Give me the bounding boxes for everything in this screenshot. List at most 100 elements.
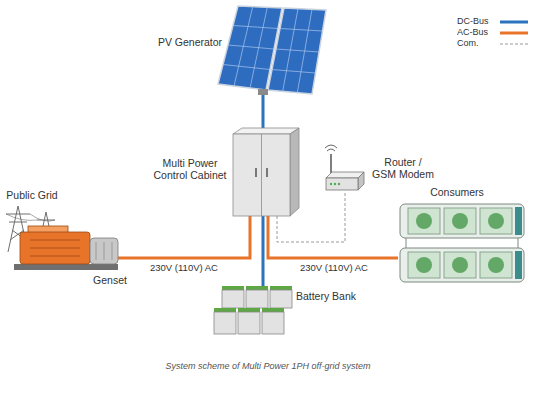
consumers-art <box>416 257 432 273</box>
legend-sample-line <box>500 44 528 45</box>
router-art <box>326 172 364 178</box>
node-label: Battery Bank <box>296 290 356 302</box>
router-art <box>330 183 332 185</box>
genset-art <box>14 226 118 270</box>
consumers-art <box>518 238 519 248</box>
battery-bank-art <box>238 308 260 312</box>
pv-panel-art <box>258 89 268 95</box>
legend-label: Com. <box>457 38 479 49</box>
genset: Genset <box>14 222 118 270</box>
battery-bank-art <box>214 312 236 334</box>
battery-bank-art <box>270 286 292 290</box>
legend-sample-line <box>500 32 528 35</box>
control-cabinet-art <box>233 128 299 216</box>
control-cabinet-art <box>233 134 290 216</box>
node-label: Router / GSM Modem <box>372 156 435 180</box>
node-label: Genset <box>93 274 127 286</box>
consumers-art <box>406 238 407 248</box>
dc-bus-line <box>262 94 265 128</box>
public-grid-art <box>30 214 55 221</box>
control-cabinet-art <box>266 168 268 177</box>
consumers-art <box>444 208 476 234</box>
consumers-art <box>488 213 504 229</box>
router-art <box>327 149 335 151</box>
control-cabinet-art <box>255 168 257 177</box>
pv-generator: PV Generator <box>218 6 326 94</box>
public-grid-art <box>6 214 30 215</box>
consumers-art <box>444 252 476 278</box>
pv-panel-art <box>268 8 326 94</box>
router-art <box>326 178 358 190</box>
router-modem: Router / GSM Modem <box>324 146 366 192</box>
consumers-art <box>488 257 504 273</box>
genset-art <box>14 264 118 270</box>
consumers-art <box>416 213 432 229</box>
pv-panel-art <box>223 7 323 93</box>
node-label: Consumers <box>430 186 484 198</box>
public-grid-art <box>9 222 27 223</box>
battery-bank-art <box>222 286 244 290</box>
ac-bus-line <box>118 216 250 258</box>
public-grid-art <box>8 206 18 252</box>
battery-bank-art <box>238 312 260 334</box>
legend-samples <box>500 22 528 44</box>
genset-art <box>30 256 80 257</box>
consumers-art <box>408 208 440 234</box>
consumers-art <box>400 248 524 282</box>
pv-panel-art <box>228 45 274 49</box>
battery-bank-art <box>246 286 268 290</box>
control-cabinet-art <box>290 128 299 216</box>
genset-art <box>20 232 90 264</box>
consumers-art <box>480 252 512 278</box>
consumers-art <box>480 208 512 234</box>
router-art <box>338 183 340 185</box>
router-art <box>358 172 364 190</box>
pv-panel-art <box>280 29 323 32</box>
consumers-art <box>515 207 522 235</box>
figure-caption: System scheme of Multi Power 1PH off-gri… <box>165 361 370 372</box>
battery-bank-art <box>214 308 236 312</box>
node-label: PV Generator <box>158 36 222 48</box>
battery-bank-art <box>222 290 244 308</box>
legend-label: AC-Bus <box>457 27 488 38</box>
control-cabinet: Multi Power Control Cabinet <box>233 128 299 216</box>
ac-bus-line <box>268 216 398 258</box>
legend-label: DC-Bus <box>457 16 489 27</box>
pv-panel-art <box>272 70 316 74</box>
genset-art <box>112 242 113 260</box>
battery-bank-art <box>262 308 284 312</box>
consumers-art <box>515 251 522 279</box>
node-label: Multi Power Control Cabinet <box>153 157 227 181</box>
battery-bank-art <box>246 290 268 308</box>
battery-bank-art <box>270 290 292 308</box>
connector-group <box>118 94 398 286</box>
control-cabinet-art <box>261 134 262 216</box>
genset-art <box>30 248 80 249</box>
battery-bank-art <box>262 312 284 334</box>
router-art <box>334 183 336 185</box>
voltage-label: 230V (110V) AC <box>300 262 368 273</box>
public-grid: Public Grid <box>4 205 60 255</box>
consumers-art <box>408 252 440 278</box>
legend-sample-line <box>500 21 528 24</box>
pv-panel-art <box>223 65 270 70</box>
genset-art <box>90 238 118 264</box>
consumers-art <box>400 204 524 238</box>
consumers-art <box>452 257 468 273</box>
genset-art <box>104 242 105 260</box>
pv-panel-art <box>233 26 278 29</box>
router-art <box>325 145 364 190</box>
genset-art <box>96 242 97 260</box>
consumers: Consumers <box>398 200 528 288</box>
consumers-art <box>452 213 468 229</box>
pv-panel-art <box>276 49 319 52</box>
control-cabinet-art <box>233 128 299 134</box>
battery-bank-art <box>214 286 292 334</box>
pv-panel-art <box>218 6 326 95</box>
voltage-label: 230V (110V) AC <box>150 262 218 273</box>
node-label: Public Grid <box>6 189 57 201</box>
router-art <box>325 145 337 148</box>
